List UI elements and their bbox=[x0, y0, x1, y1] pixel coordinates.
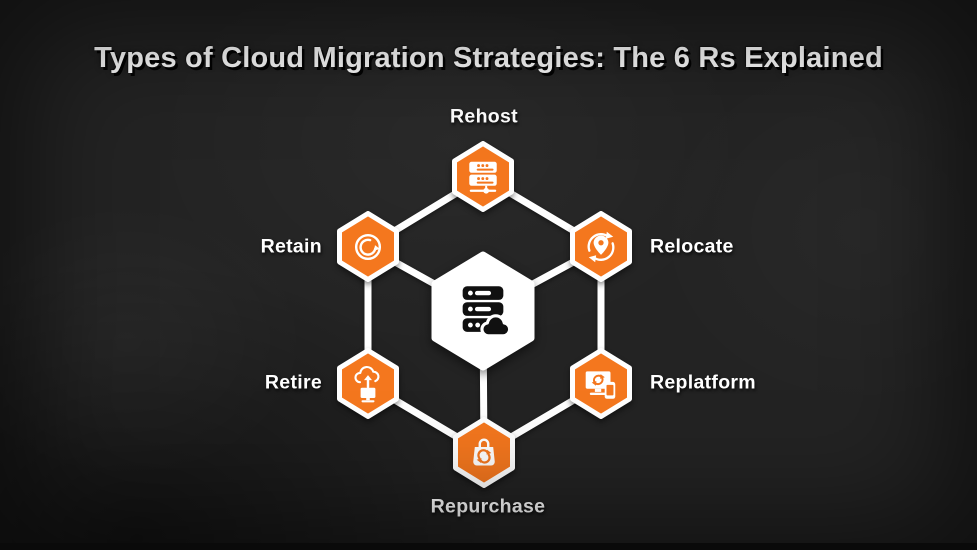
label-retain: Retain bbox=[260, 235, 322, 258]
cloud-upload-monitor-icon bbox=[354, 365, 380, 402]
label-retire: Retire bbox=[264, 371, 322, 394]
server-rack-icon bbox=[469, 161, 497, 194]
label-relocate: Relocate bbox=[650, 235, 734, 258]
circular-return-arrow-icon bbox=[354, 233, 382, 260]
center-hub-hexagon bbox=[430, 251, 536, 371]
monitor-sync-phone-icon bbox=[585, 370, 616, 399]
node-retain bbox=[336, 210, 400, 283]
shopping-bag-sync-icon bbox=[473, 438, 495, 465]
node-relocate bbox=[569, 210, 633, 283]
node-replatform bbox=[569, 347, 633, 420]
server-cloud-icon bbox=[462, 286, 512, 338]
node-rehost bbox=[451, 140, 515, 213]
label-repurchase: Repurchase bbox=[430, 495, 546, 518]
label-rehost: Rehost bbox=[450, 105, 518, 128]
bottom-letterbox-bar bbox=[0, 543, 977, 550]
node-retire bbox=[336, 347, 400, 420]
orange-hexagon-shape bbox=[337, 211, 399, 282]
location-pin-sync-icon bbox=[587, 231, 615, 262]
page-title: Types of Cloud Migration Strategies: The… bbox=[94, 42, 883, 74]
node-repurchase bbox=[452, 416, 516, 489]
label-replatform: Replatform bbox=[650, 371, 756, 394]
